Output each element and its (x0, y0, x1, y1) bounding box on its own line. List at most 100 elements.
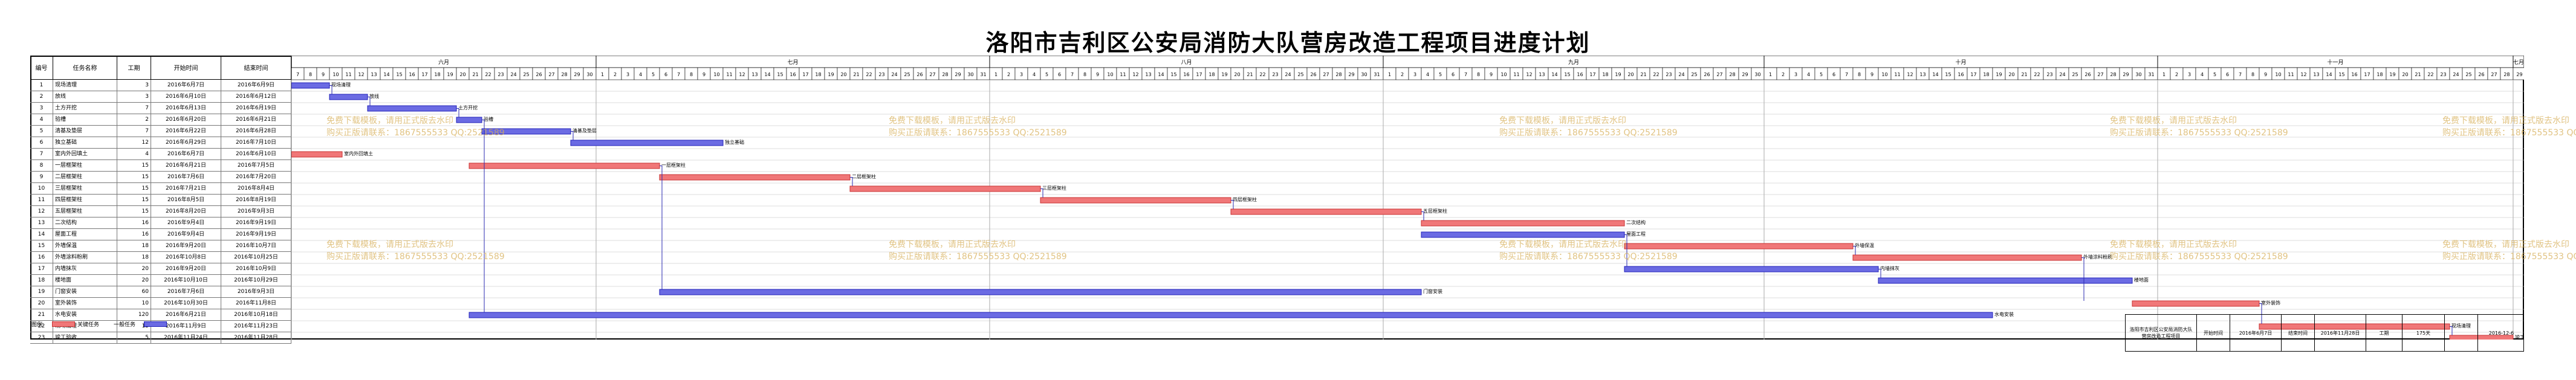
day-number: 7 (296, 72, 299, 77)
day-number: 19 (1996, 72, 2002, 77)
task-start: 2016年7月6日 (151, 286, 221, 298)
task-bar (291, 151, 343, 158)
day-number: 6 (2226, 72, 2229, 77)
project-info-box: 洛阳市吉利区公安局消防大队营房改造工程项目 开始时间 2016年6月7日 结束时… (2125, 314, 2524, 352)
day-number: 15 (1564, 72, 1570, 77)
day-number: 14 (1932, 72, 1938, 77)
task-duration: 15 (117, 183, 151, 195)
dependency-link (2450, 326, 2453, 335)
day-number: 5 (1439, 72, 1442, 77)
day-number: 22 (2427, 72, 2433, 77)
col-header-id[interactable]: 编号 (30, 56, 53, 80)
col-header-name[interactable]: 任务名称 (53, 56, 117, 80)
day-number: 28 (2110, 72, 2116, 77)
task-name: 四层框架柱 (53, 195, 117, 206)
day-number: 3 (2188, 72, 2191, 77)
task-end: 2016年9月19日 (221, 217, 291, 229)
task-name: 内墙抹灰 (53, 263, 117, 275)
day-number: 17 (1196, 72, 1202, 77)
task-id: 9 (30, 172, 53, 183)
col-header-end[interactable]: 结束时间 (221, 56, 291, 80)
day-number: 13 (2313, 72, 2319, 77)
day-number: 13 (751, 72, 758, 77)
day-number: 5 (652, 72, 655, 77)
watermark-line1: 免费下载模板，请用正式版去水印 (2110, 116, 2237, 126)
task-bar (570, 140, 724, 146)
task-bar-label: 五层框架柱 (1423, 208, 1447, 214)
dependency-link (2259, 303, 2262, 324)
day-number: 21 (1640, 72, 1646, 77)
month-label: 八月 (1181, 59, 1192, 66)
day-number: 12 (358, 72, 364, 77)
month-label: 十一月 (2327, 59, 2343, 66)
month-label: 七月 (2513, 59, 2524, 66)
watermark: 免费下载模板，请用正式版去水印购买正版请联系：1867555533 QQ:252… (326, 115, 505, 139)
day-number: 18 (1209, 72, 1215, 77)
task-id: 4 (30, 114, 53, 126)
task-id: 7 (30, 149, 53, 160)
col-header-start[interactable]: 开始时间 (151, 56, 221, 80)
watermark-line1: 免费下载模板，请用正式版去水印 (1499, 240, 1626, 250)
task-duration: 120 (117, 309, 151, 321)
day-number: 26 (917, 72, 923, 77)
task-start: 2016年8月5日 (151, 195, 221, 206)
task-duration: 20 (117, 263, 151, 275)
day-number: 7 (677, 72, 680, 77)
day-number: 18 (815, 72, 821, 77)
watermark-line1: 免费下载模板，请用正式版去水印 (326, 240, 453, 250)
task-start: 2016年6月10日 (151, 91, 221, 103)
day-number: 8 (309, 72, 312, 77)
day-number: 7 (1464, 72, 1467, 77)
day-number: 20 (1234, 72, 1240, 77)
task-id: 20 (30, 298, 53, 309)
day-number: 12 (2300, 72, 2306, 77)
day-number: 13 (1145, 72, 1151, 77)
day-number: 17 (421, 72, 427, 77)
task-bar (1230, 208, 1422, 215)
day-number: 9 (322, 72, 325, 77)
day-number: 27 (548, 72, 554, 77)
day-number: 4 (1807, 72, 1810, 77)
task-bar (367, 105, 457, 112)
day-number: 15 (1945, 72, 1951, 77)
watermark: 免费下载模板，请用正式版去水印购买正版请联系：1867555533 QQ:252… (889, 115, 1067, 139)
day-number: 27 (1323, 72, 1329, 77)
day-number: 9 (2264, 72, 2267, 77)
day-number: 23 (2046, 72, 2052, 77)
col-header-duration[interactable]: 工期 (117, 56, 151, 80)
day-number: 25 (904, 72, 910, 77)
task-duration: 15 (117, 160, 151, 172)
task-bar-label: 竣工验收 (2515, 334, 2524, 340)
task-end: 2016年10月29日 (221, 275, 291, 286)
day-number: 28 (2503, 72, 2509, 77)
day-number: 18 (2376, 72, 2383, 77)
day-number: 13 (1539, 72, 1545, 77)
task-duration: 15 (117, 195, 151, 206)
day-number: 14 (764, 72, 770, 77)
day-number: 29 (2123, 72, 2129, 77)
task-duration: 7 (117, 126, 151, 137)
